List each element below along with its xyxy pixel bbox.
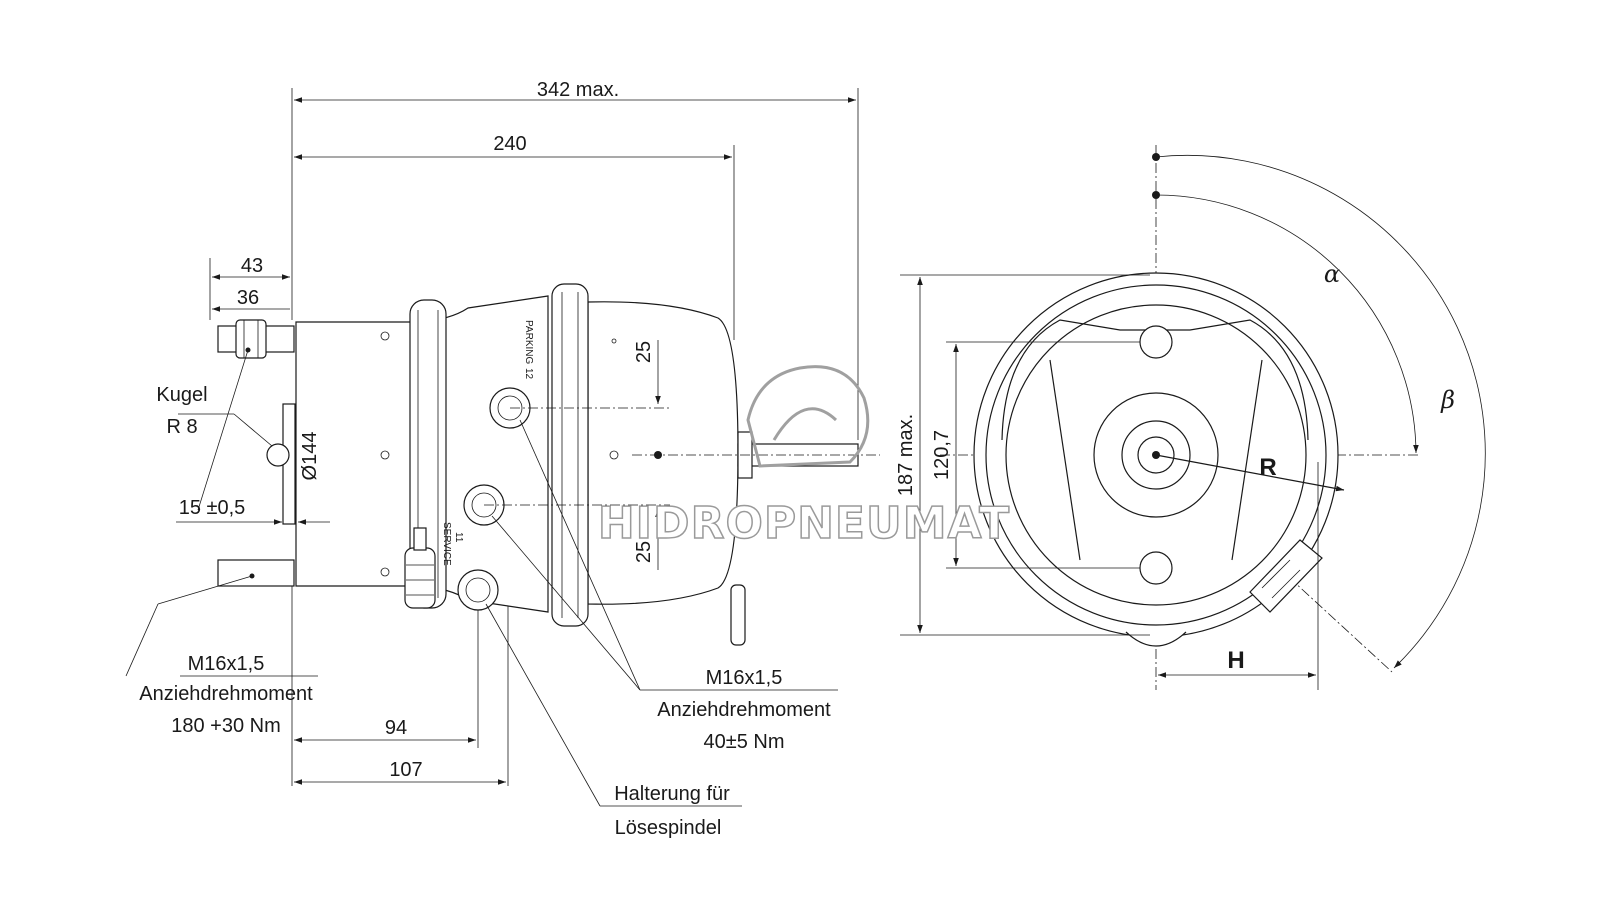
dim-43-label: 43: [241, 255, 263, 277]
mount-torque-value: 180 +30 Nm: [171, 715, 281, 737]
mount-torque-label: Anziehdrehmoment: [139, 683, 313, 705]
watermark-text: HIDROPNEUMAT: [598, 498, 1010, 549]
dim-36-label: 36: [237, 287, 259, 309]
parking-marking: PARKING: [523, 320, 534, 364]
watermark-logo: [746, 365, 870, 468]
angle-beta-label: β: [1440, 386, 1455, 414]
diameter-label: Ø144: [299, 432, 321, 481]
dim-342-label: 342 max.: [537, 79, 619, 101]
angle-alpha-label: α: [1324, 260, 1340, 288]
dim-107-label: 107: [389, 759, 422, 781]
dim-94-label: 94: [385, 717, 407, 739]
port-spacing-lower-label: 25: [633, 541, 655, 563]
offset-h-label: H: [1227, 647, 1244, 674]
port-spacing-upper-label: 25: [633, 341, 655, 363]
parking-number: 12: [523, 368, 534, 380]
dim-240-label: 240: [493, 133, 526, 155]
port-torque-value: 40±5 Nm: [703, 731, 784, 753]
release-holder-line1: Halterung für: [614, 783, 730, 805]
height-max-label: 187 max.: [895, 414, 917, 496]
ball-title-label: Kugel: [156, 384, 207, 406]
port-thread-label: M16x1,5: [706, 667, 783, 689]
port-torque-label: Anziehdrehmoment: [657, 699, 831, 721]
release-holder-line2: Lösespindel: [615, 817, 722, 839]
bolt-spacing-label: 120,7: [931, 430, 953, 480]
side-view: [125, 88, 880, 807]
mount-thread-label: M16x1,5: [188, 653, 265, 675]
service-marking: SERVICE: [441, 522, 452, 566]
service-number: 11: [453, 532, 464, 543]
radius-label: R: [1259, 454, 1276, 481]
ball-offset-label: 15 ±0,5: [179, 497, 246, 519]
ball-radius-label: R 8: [166, 416, 197, 438]
front-view: [900, 145, 1486, 690]
